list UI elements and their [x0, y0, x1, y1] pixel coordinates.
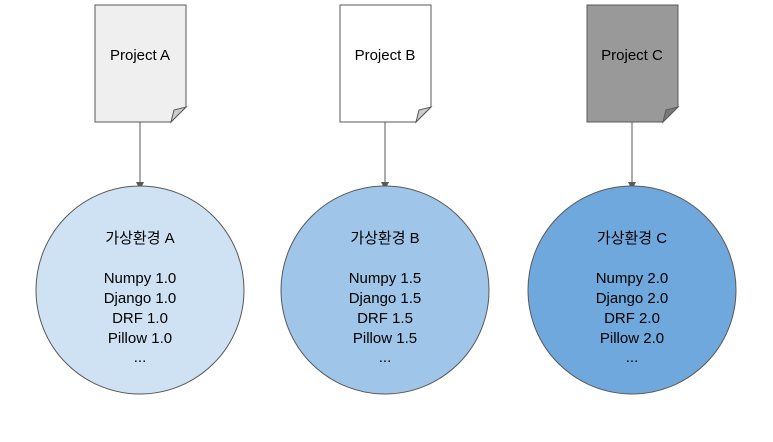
virtualenv-b-package: Pillow 1.5: [353, 330, 417, 347]
virtualenv-c-title: 가상환경 C: [597, 230, 667, 247]
virtualenv-a-circle[interactable]: [35, 185, 245, 395]
virtualenv-a-package: Pillow 1.0: [108, 330, 172, 347]
virtualenv-b-package: ...: [379, 349, 392, 366]
virtualenv-b-package: Numpy 1.5: [349, 270, 422, 287]
virtualenv-b-title: 가상환경 B: [350, 230, 419, 247]
project-a-document-fold: [170, 106, 188, 124]
virtualenv-c-circle[interactable]: [527, 185, 737, 395]
virtualenv-c-package: DRF 2.0: [604, 310, 660, 327]
virtualenv-c-package: Numpy 2.0: [596, 270, 669, 287]
virtualenv-c-package: Pillow 2.0: [600, 330, 664, 347]
project-c-document-fold: [662, 106, 680, 124]
project-b-label: Project B: [355, 47, 416, 64]
virtualenv-c-package: ...: [626, 349, 639, 366]
project-group-b: Project B 가상환경 B Numpy 1.5 Django 1.5 DR…: [280, 4, 490, 395]
virtualenv-c-package: Django 2.0: [596, 290, 669, 307]
project-b-document-fold: [415, 106, 433, 124]
project-group-a: Project A 가상환경 A Numpy 1.0 Django 1.0 DR…: [35, 4, 245, 395]
virtualenv-b-package: Django 1.5: [349, 290, 422, 307]
virtualenv-b-circle[interactable]: [280, 185, 490, 395]
virtualenv-a-package: DRF 1.0: [112, 310, 168, 327]
virtualenv-a-title: 가상환경 A: [105, 230, 174, 247]
project-group-c: Project C 가상환경 C Numpy 2.0 Django 2.0 DR…: [527, 4, 737, 395]
virtualenv-a-package: ...: [134, 349, 147, 366]
project-a-label: Project A: [110, 47, 170, 64]
virtualenv-a-package: Numpy 1.0: [104, 270, 177, 287]
virtualenv-b-package: DRF 1.5: [357, 310, 413, 327]
project-c-label: Project C: [601, 47, 663, 64]
virtualenv-a-package: Django 1.0: [104, 290, 177, 307]
